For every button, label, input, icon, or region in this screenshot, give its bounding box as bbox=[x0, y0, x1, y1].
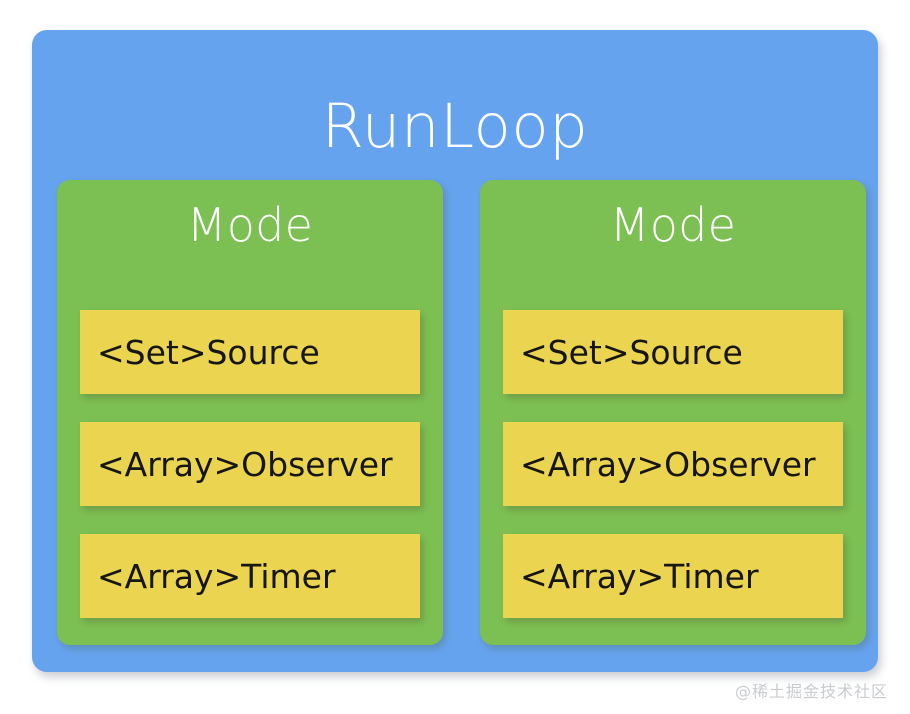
mode-1-item-timer: <Array>Timer bbox=[80, 534, 420, 618]
mode-box-2: Mode <Set>Source <Array>Observer <Array>… bbox=[480, 180, 866, 645]
mode-title-1: Mode bbox=[186, 198, 314, 252]
mode-1-item-source: <Set>Source bbox=[80, 310, 420, 394]
runloop-container: RunLoop Mode <Set>Source <Array>Observer… bbox=[32, 30, 878, 672]
mode-2-item-source: <Set>Source bbox=[503, 310, 843, 394]
mode-2-item-observer-label: <Array>Observer bbox=[520, 444, 816, 484]
mode-2-item-timer-label: <Array>Timer bbox=[520, 556, 759, 596]
watermark-label: @稀土掘金技术社区 bbox=[734, 682, 888, 701]
mode-1-item-source-label: <Set>Source bbox=[97, 332, 320, 372]
mode-2-item-source-label: <Set>Source bbox=[520, 332, 743, 372]
mode-1-item-list: <Set>Source <Array>Observer <Array>Timer bbox=[80, 310, 420, 618]
mode-columns: Mode <Set>Source <Array>Observer <Array>… bbox=[57, 180, 866, 645]
mode-box-1: Mode <Set>Source <Array>Observer <Array>… bbox=[57, 180, 443, 645]
runloop-title: RunLoop bbox=[321, 91, 589, 162]
mode-2-item-observer: <Array>Observer bbox=[503, 422, 843, 506]
mode-1-item-timer-label: <Array>Timer bbox=[97, 556, 336, 596]
mode-2-item-list: <Set>Source <Array>Observer <Array>Timer bbox=[503, 310, 843, 618]
mode-1-item-observer: <Array>Observer bbox=[80, 422, 420, 506]
mode-1-item-observer-label: <Array>Observer bbox=[97, 444, 393, 484]
mode-2-item-timer: <Array>Timer bbox=[503, 534, 843, 618]
mode-title-2: Mode bbox=[609, 198, 737, 252]
